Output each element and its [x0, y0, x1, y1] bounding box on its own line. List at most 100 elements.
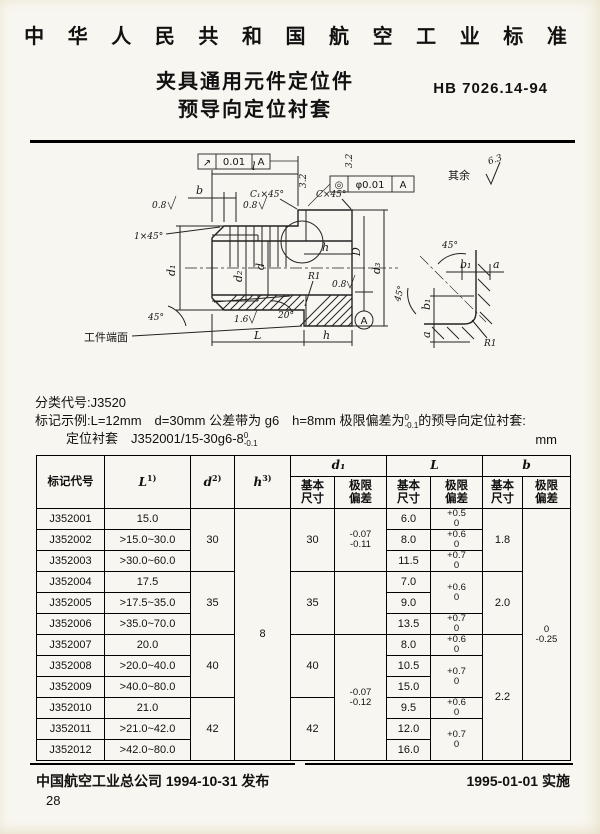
cell: >42.0~80.0: [104, 739, 191, 761]
detail-dimensions: [407, 253, 504, 348]
table-header-row-1: 标记代号 L1) d2) h3) d₁ L b: [36, 455, 572, 509]
datum-circle: [354, 310, 374, 330]
cell: 30: [190, 508, 235, 572]
cell: 35: [290, 571, 335, 635]
cell: >17.5~35.0: [104, 592, 191, 614]
cell: 40: [290, 634, 335, 698]
meta-text-block: 分类代号:J3520 标记示例:L=12mm d=30mm 公差带为 g6 h=…: [35, 394, 565, 448]
cell: 9.5: [386, 697, 431, 719]
table-row: J352012 >42.0~80.0 16.0: [36, 739, 571, 761]
dim-label-d1: d₁: [165, 265, 178, 276]
col-header-d: d2): [190, 455, 235, 509]
cell: 7.0: [386, 571, 431, 593]
dim-label-d: d: [254, 263, 267, 270]
detail-view: 45° 45° b₁ a b₁ a R1: [393, 241, 504, 349]
roughness-3.2-label: 3.2: [299, 173, 309, 188]
section-hatching: [221, 294, 353, 327]
detail-label-b1-v: b₁: [420, 299, 433, 310]
detail-radius-r1: R1: [483, 339, 497, 349]
cell: >35.0~70.0: [104, 613, 191, 635]
cell: 8.0: [386, 634, 431, 656]
cell: J352009: [36, 676, 105, 698]
col-header-L: L1): [104, 455, 191, 509]
col-header-basic: 基本尺寸: [386, 476, 431, 509]
chamfer-label-1x45: 1×45°: [134, 232, 163, 242]
angle-label-45: 45°: [147, 313, 164, 323]
col-group-b: b: [481, 455, 572, 477]
detail-angle-45-top: 45°: [441, 241, 458, 251]
cell: >40.0~80.0: [104, 676, 191, 698]
col-header-h: h3): [234, 455, 291, 509]
table-row: J352005 >17.5~35.0 9.0: [36, 592, 571, 614]
cell: 0-0.25: [521, 508, 572, 761]
table-row: J352001 15.0 30 8 30 -0.07-0.11 6.0 +0.5…: [36, 508, 572, 761]
classification-code: 分类代号:J3520: [35, 395, 127, 410]
col-header-dev: 极限偏差: [430, 476, 483, 509]
lead-in-cone-line: [213, 295, 291, 303]
roughness-1.6-label: 1.6: [234, 315, 249, 325]
cell: >30.0~60.0: [104, 550, 191, 572]
footer-issued-text: 中国航空工业总公司 1994-10-31 发布: [36, 773, 270, 789]
roughness-0.8-label: 0.8: [332, 280, 347, 290]
feature-control-frame-runout: ↗ 0.01 A: [197, 153, 298, 170]
cell: 42: [290, 697, 335, 761]
dim-label-d3: d₃: [370, 263, 383, 274]
dimension-table: 标记代号 L1) d2) h3) d₁ L b 基本尺寸 极限偏差 基本尺寸 极…: [36, 455, 572, 761]
cell: -0.07-0.12: [334, 634, 387, 761]
runout-datum: A: [258, 157, 265, 168]
cell: 21.0: [104, 697, 191, 719]
col-group-L: L: [386, 455, 483, 477]
detail-label-a-h: a: [493, 258, 500, 271]
footer-rule-right: [305, 763, 573, 765]
cell: J352003: [36, 550, 105, 572]
cell: J352004: [36, 571, 105, 593]
rest-roughness-note: 其余 6.3: [448, 153, 504, 186]
roughness-0.8-label: 0.8: [243, 201, 258, 211]
cell: 10.5: [386, 655, 431, 677]
cell: J352008: [36, 655, 105, 677]
cell: J352005: [36, 592, 105, 614]
cell: 13.5: [386, 613, 431, 635]
cell: 42: [190, 697, 235, 761]
detail-label-b1-h: b₁: [460, 258, 471, 271]
dim-label-h-top: h: [322, 241, 329, 254]
main-view: A ↗ 0.01 A ◎ φ0.01 A: [84, 153, 415, 346]
roughness-0.8-label: 0.8: [152, 201, 167, 211]
cell: 9.0: [386, 592, 431, 614]
cell: [334, 571, 387, 635]
runout-icon: ↗: [203, 158, 211, 169]
cell: J352001: [36, 508, 105, 530]
chamfer-label-cx45: C×45°: [316, 190, 346, 200]
cell: 16.0: [386, 739, 431, 761]
col-header-code: 标记代号: [36, 455, 105, 509]
cell: 40: [190, 634, 235, 698]
col-header-basic: 基本尺寸: [290, 476, 335, 509]
footer-rule-left: [30, 763, 295, 765]
table-header-row-2: 基本尺寸 极限偏差 基本尺寸 极限偏差 基本尺寸 极限偏差: [37, 476, 572, 509]
cell: >21.0~42.0: [104, 718, 191, 740]
rest-roughness-value: 6.3: [487, 153, 504, 167]
detail-circle-marker: [280, 220, 324, 264]
cell: 2.2: [482, 634, 523, 761]
cell: 8.0: [386, 529, 431, 551]
radius-label-r1: R1: [307, 272, 321, 282]
dim-label-L: L: [253, 329, 261, 342]
unit-label: mm: [535, 432, 557, 447]
tolerance-stack: 0-0.1: [404, 413, 419, 430]
cell: J352007: [36, 634, 105, 656]
cell: 35: [190, 571, 235, 635]
technical-drawing: A ↗ 0.01 A ◎ φ0.01 A: [0, 146, 600, 394]
cell: -0.07-0.11: [334, 508, 387, 572]
cell: 15.0: [104, 508, 191, 530]
